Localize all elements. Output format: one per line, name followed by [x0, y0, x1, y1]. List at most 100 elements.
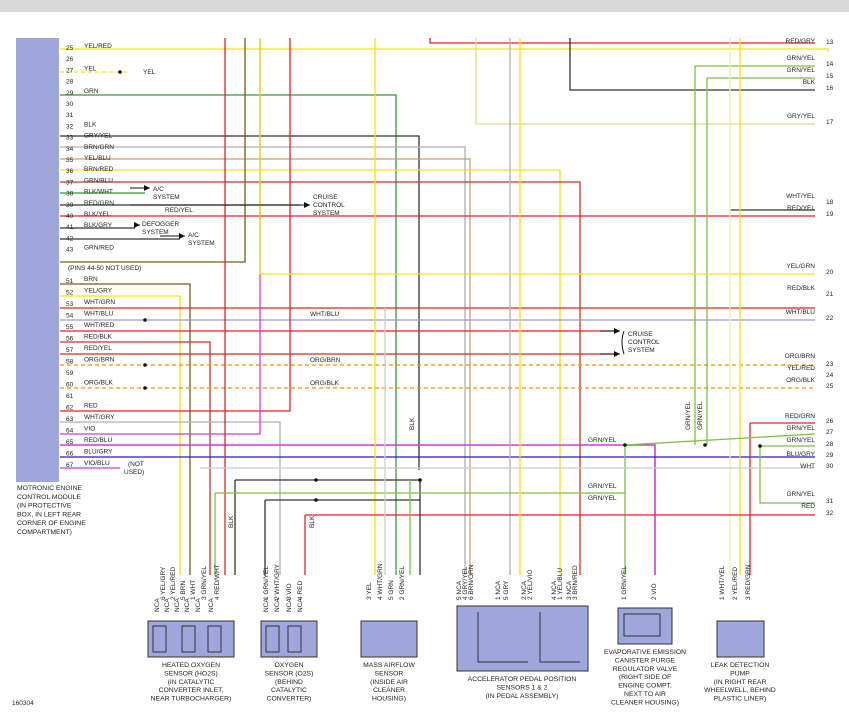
connector-pin-number: 24	[826, 372, 834, 379]
ecm-pin-number: 39	[66, 202, 74, 209]
ecm-pin-wire-color: RED	[84, 403, 98, 410]
ecm-pin-wire-color: BRN	[84, 276, 98, 283]
accelerator-pedal-sensor-wire-label: 2 YEL/VIO	[527, 569, 534, 600]
ecm-caption-line: COMPARTMENT)	[17, 529, 72, 536]
mass-airflow-sensor-caption: MASS AIRFLOW	[363, 662, 415, 669]
accelerator-pedal-sensor-wire-label: 4 NCA	[551, 580, 558, 600]
ecm-pin-number: 51	[66, 278, 74, 285]
ecm-pin-number: 38	[66, 191, 74, 198]
wire-label-red-yel: RED/YEL	[165, 207, 193, 214]
heated-oxygen-sensor-caption: SENSOR (HO2S)	[164, 670, 218, 677]
nca-mark: NCA	[297, 598, 304, 612]
accelerator-pedal-sensor-caption: SENSORS 1 & 2	[497, 684, 548, 691]
accelerator-pedal-sensor-wire-label: 1 NCA	[495, 580, 502, 600]
leak-detection-pump-caption: LEAK DETECTION	[711, 662, 770, 669]
splice-dot	[418, 478, 422, 482]
sensor-element-icon	[287, 625, 302, 653]
wire	[60, 48, 829, 52]
wire-label-blk-a: BLK	[409, 417, 416, 430]
heated-oxygen-sensor-wire-label: 3 GRN/YEL	[201, 566, 208, 600]
wire-label-grn-yel-c: GRN/YEL	[588, 495, 617, 502]
nca-mark: NCA	[208, 598, 215, 612]
ecm-pin-wire-color: WHT/BLU	[84, 311, 114, 318]
valve-coil-icon	[623, 613, 661, 637]
arrow-head	[144, 185, 150, 191]
mass-airflow-sensor-caption: SENSOR	[375, 670, 404, 677]
ac-system-label-2: SYSTEM	[188, 240, 215, 247]
wire-label-grn-yel-v1: GRN/YEL	[685, 401, 692, 430]
mass-airflow-sensor-box	[360, 620, 418, 658]
evap-purge-valve-caption: ENGINE COMPT,	[618, 683, 672, 690]
evap-purge-valve-caption: (RIGHT SIDE OF	[619, 674, 671, 681]
mass-airflow-sensor-caption: HOUSING)	[372, 696, 406, 703]
ecm-pin-number: 62	[66, 405, 74, 412]
ecm-pin-wire-color: BLK	[84, 121, 97, 128]
connector-pin-number: 19	[826, 211, 834, 218]
ecm-caption-line: BOX, IN LEFT REAR	[17, 511, 81, 518]
defogger-system-label: DEFOGGER	[142, 221, 180, 228]
connector-pin-number: 17	[826, 119, 834, 126]
ecm-pin-wire-color: BLK/YEL	[84, 211, 111, 218]
connector-wire-color: RED/YEL	[787, 205, 815, 212]
ecm-pin-number: 41	[66, 224, 74, 231]
evap-purge-valve-caption: CANISTER PURGE	[615, 657, 676, 664]
nca-mark: NCA	[154, 598, 161, 612]
connector-pin-number: 27	[826, 429, 834, 436]
evap-purge-valve-caption: EVAPORATIVE EMISSION	[604, 649, 686, 656]
ecm-pin-wire-color: YEL/GRY	[84, 288, 113, 295]
connector-wire-color: WHT/YEL	[786, 193, 815, 200]
ecm-pin-number: 28	[66, 79, 74, 86]
ecm-pin-number: 43	[66, 247, 74, 254]
ecm-pin-number: 55	[66, 324, 74, 331]
ecm-pin-wire-color: BLU/GRY	[84, 449, 113, 456]
wire	[60, 295, 181, 575]
wire	[60, 444, 656, 575]
cruise-control-label-2: SYSTEM	[628, 347, 655, 354]
brace	[621, 330, 625, 355]
arrow-head	[179, 233, 185, 239]
accelerator-pedal-sensor-wire-label: 3 BRN/RED	[572, 565, 579, 600]
ecm-pin-wire-color: WHT/GRY	[84, 414, 115, 421]
ecm-pin-wire-color: GRN	[84, 88, 99, 95]
wire	[569, 38, 815, 91]
defogger-system-label: SYSTEM	[142, 229, 169, 236]
arrow-head	[614, 351, 620, 357]
wire	[624, 433, 816, 446]
wire	[60, 181, 581, 575]
connector-pin-number: 21	[826, 291, 834, 298]
connector-pin-number: 16	[826, 85, 834, 92]
ecm-pin-wire-color: BLK/WHT	[84, 189, 113, 196]
connector-pin-number: 22	[826, 315, 834, 322]
oxygen-sensor-wire-label: 1 GRN/YEL	[263, 566, 270, 600]
ecm-pin-number: 60	[66, 382, 74, 389]
ecm-pin-number: 42	[66, 235, 74, 242]
connector-wire-color: GRN/YEL	[786, 425, 815, 432]
oxygen-sensor-caption: SENSOR (O2S)	[265, 670, 314, 677]
ecm-pin-wire-color: YEL	[84, 65, 97, 72]
connector-pin-number: 18	[826, 199, 834, 206]
leak-detection-pump-caption: (IN RIGHT REAR	[714, 679, 767, 686]
splice-dot	[703, 443, 707, 447]
nca-mark: NCA	[263, 598, 270, 612]
accelerator-pedal-sensor-caption: (IN PEDAL ASSEMBLY)	[486, 693, 559, 700]
splice-dot	[314, 478, 318, 482]
pins-not-used-note: (PINS 44-50 NOT USED)	[68, 265, 141, 272]
connector-pin-number: 29	[826, 452, 834, 459]
sensor-element-icon	[265, 625, 280, 653]
ecm-pin-wire-color: RED/YEL	[84, 345, 112, 352]
ecm-pin-number: 54	[66, 313, 74, 320]
heated-oxygen-sensor-wire-label: 2 YEL/RED	[170, 567, 177, 600]
ecm-pin-wire-color: RED/BLK	[84, 334, 112, 341]
splice-dot	[143, 363, 147, 367]
top-band	[0, 0, 849, 12]
connector-pin-number: 13	[826, 39, 834, 46]
wire	[60, 38, 291, 412]
ac-system-label-2: A/C	[188, 232, 199, 239]
arrow-head	[134, 222, 140, 228]
ecm-pin-wire-color: WHT/GRN	[84, 299, 115, 306]
heated-oxygen-sensor-wire-label: 6 YEL/GRY	[160, 566, 167, 600]
connector-pin-number: 31	[826, 498, 834, 505]
ecm-module-box	[16, 38, 59, 482]
connector-wire-color: RED/GRY	[786, 38, 816, 45]
